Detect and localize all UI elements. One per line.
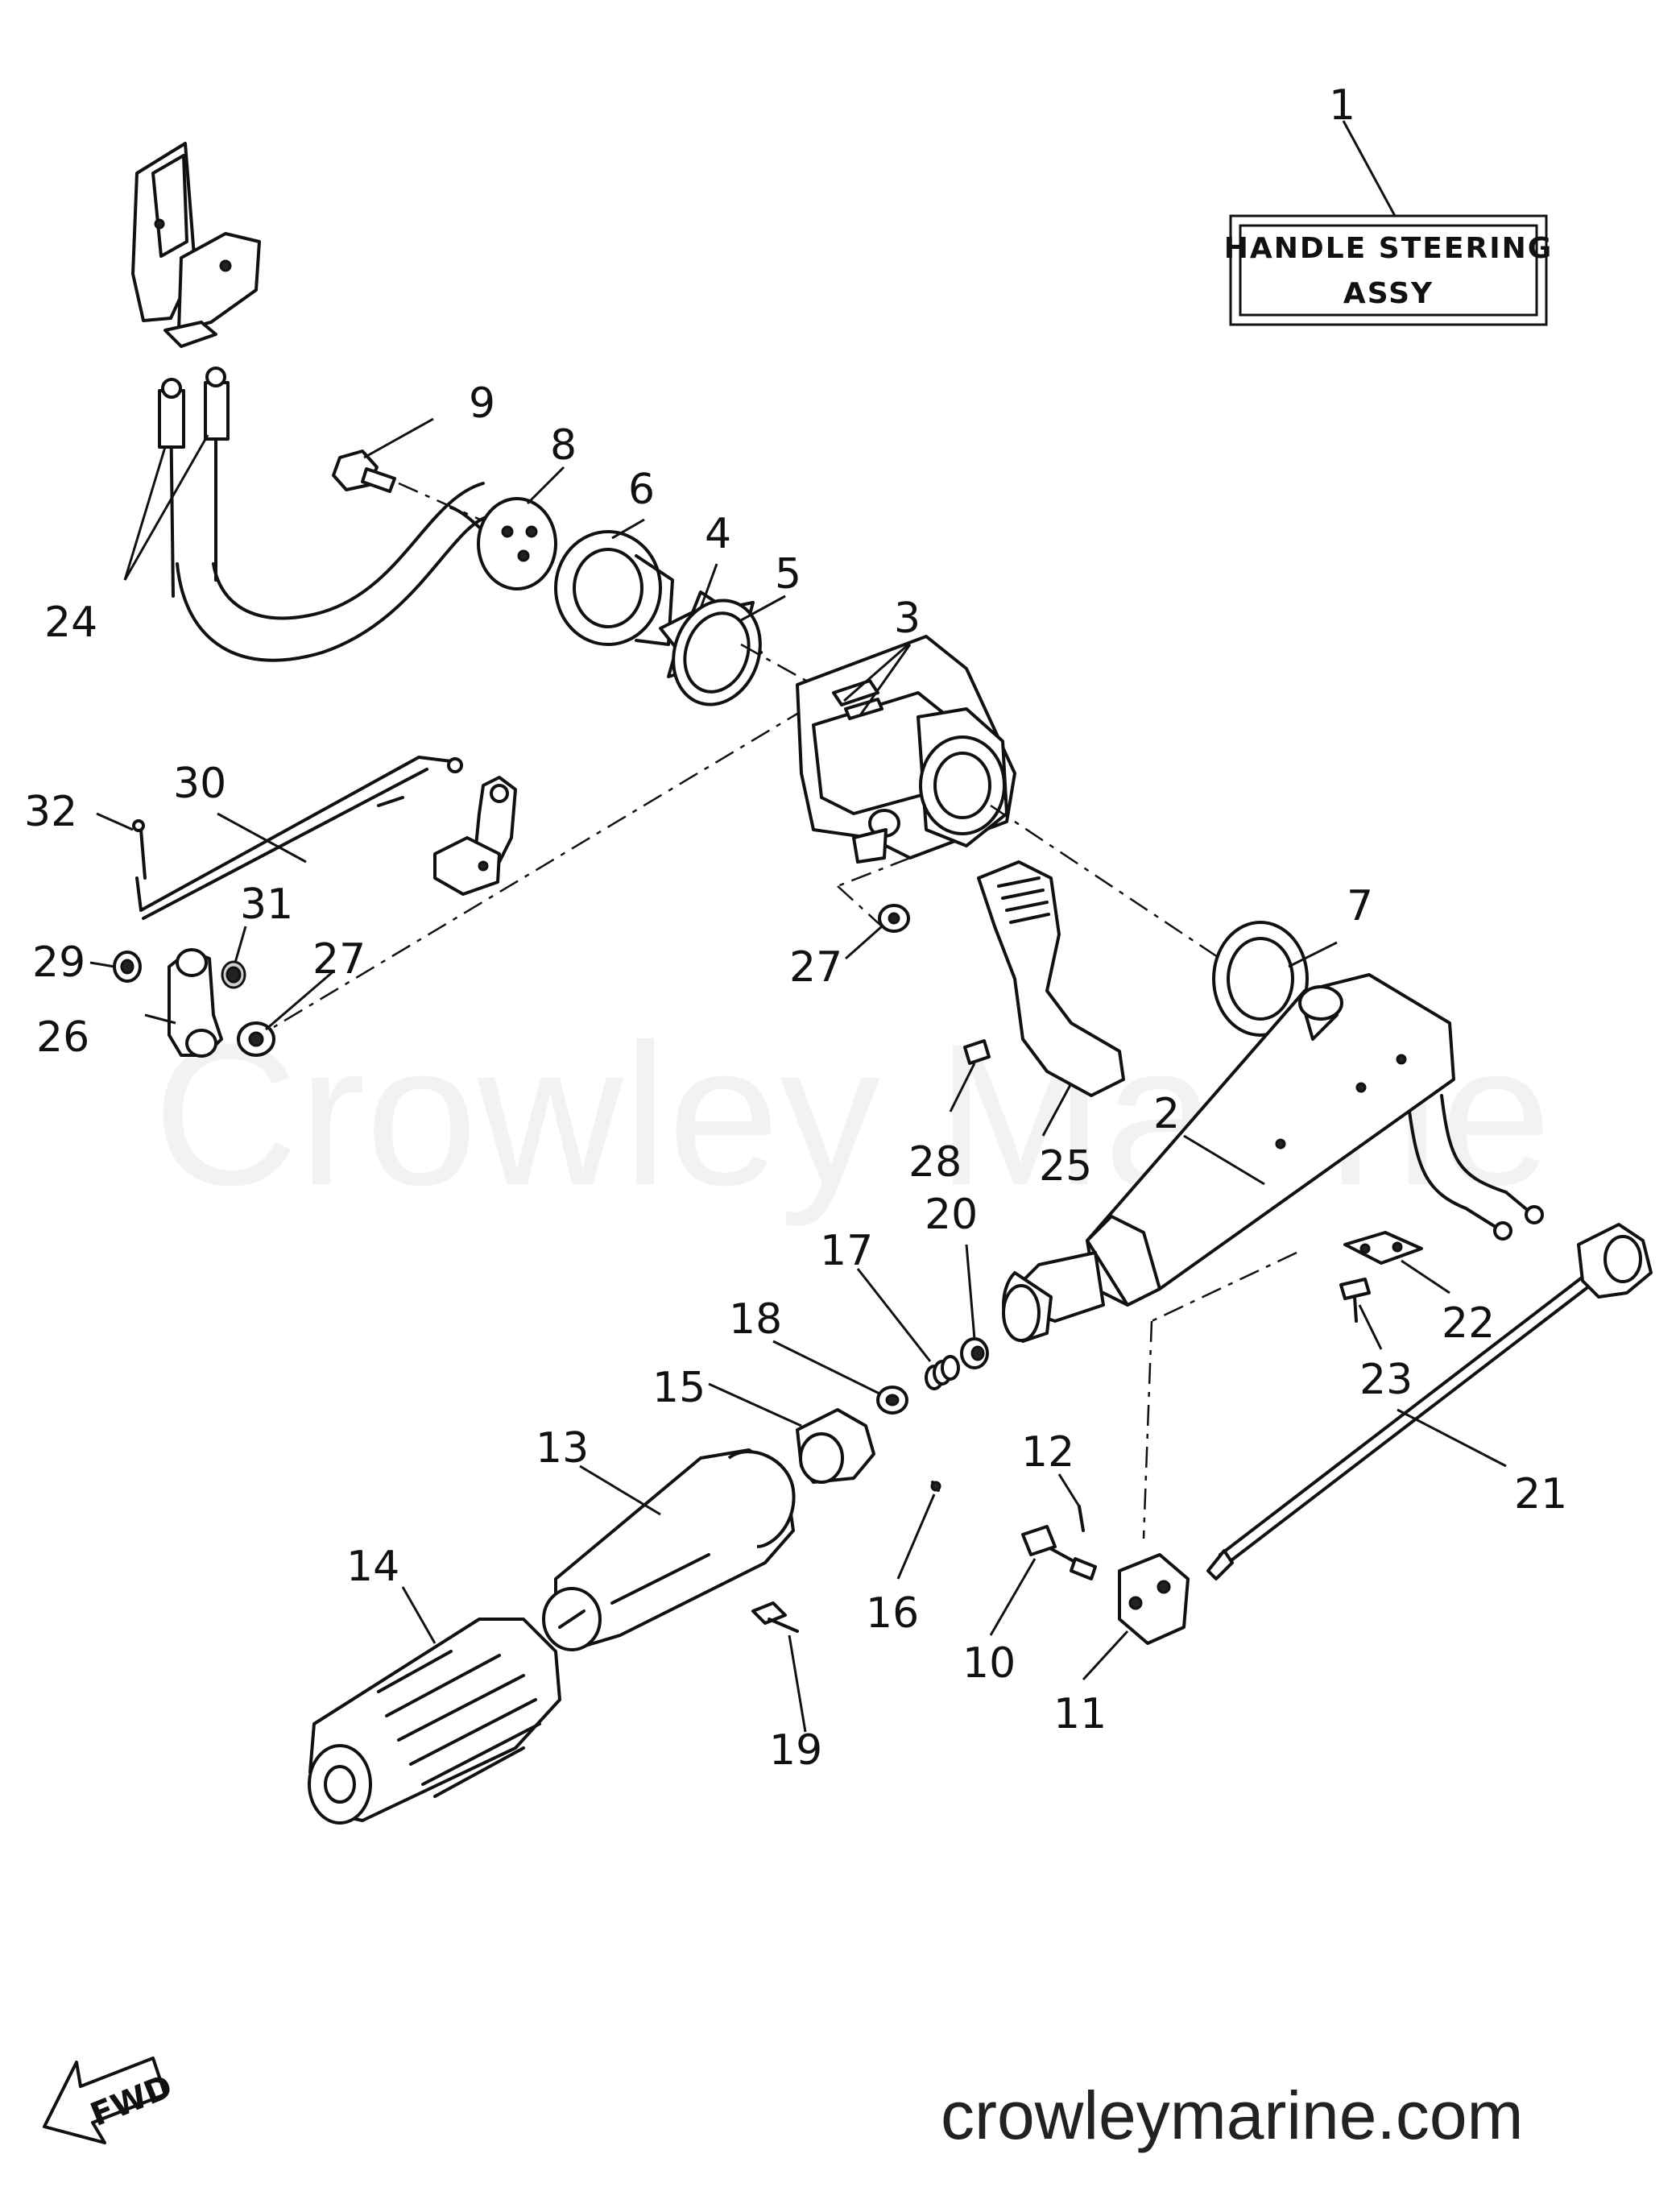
part-20-cap [960, 1337, 989, 1369]
callout-27b: 27 [312, 935, 366, 984]
callout-29: 29 [32, 938, 85, 987]
part-7-washer [1212, 921, 1309, 1037]
part-25-lever [977, 860, 1125, 1097]
callout-5: 5 [775, 550, 801, 599]
part-14-grip [308, 1618, 561, 1825]
callout-11: 11 [1053, 1690, 1107, 1738]
callout-22: 22 [1442, 1299, 1495, 1348]
callout-31: 31 [240, 880, 293, 929]
callout-26: 26 [36, 1013, 89, 1062]
callout-27: 27 [789, 943, 842, 992]
part-19-screw [751, 1601, 799, 1633]
callout-17: 17 [820, 1227, 873, 1275]
callout-10: 10 [962, 1639, 1016, 1688]
callout-13: 13 [536, 1424, 589, 1473]
part-30-rod [135, 756, 463, 920]
callout-12: 12 [1021, 1428, 1074, 1477]
part-21-throttle-shaft [1206, 1223, 1653, 1580]
callout-14: 14 [346, 1543, 399, 1591]
callout-4: 4 [705, 510, 731, 558]
part-13-grip-body [542, 1448, 796, 1651]
part-2-tiller-arm [1002, 973, 1544, 1343]
part-17-spring [925, 1355, 960, 1390]
callout-16: 16 [866, 1589, 919, 1638]
part-28-pin [963, 1039, 991, 1065]
part-8-plate [477, 497, 557, 590]
part-26-arm [168, 948, 223, 1058]
callout-1: 1 [1329, 81, 1355, 130]
part-23-screw [1339, 1278, 1371, 1323]
title-line-2: ASSY [1343, 277, 1434, 310]
part-6-bushing [554, 530, 674, 646]
callout-25: 25 [1039, 1142, 1092, 1191]
callout-7: 7 [1347, 882, 1373, 930]
callout-8: 8 [550, 421, 577, 470]
callout-6: 6 [628, 466, 655, 514]
callout-2: 2 [1153, 1090, 1180, 1138]
callout-18: 18 [729, 1295, 782, 1344]
callout-23: 23 [1359, 1356, 1413, 1404]
part-12-pin [1078, 1505, 1085, 1532]
steering-bracket-housing [796, 635, 1016, 864]
callout-19: 19 [769, 1726, 822, 1775]
website-text: crowleymarine.com [941, 2078, 1524, 2153]
callout-labels: 1 2 3 4 5 6 7 8 9 10 11 12 13 14 15 16 1… [24, 81, 1567, 1775]
part-9-bolt [332, 449, 508, 533]
part-10-screw [1021, 1525, 1097, 1580]
linkage-arm [377, 776, 517, 896]
title-box: HANDLE STEERING ASSY [1224, 214, 1554, 326]
leader-lines [89, 417, 1507, 1733]
part-5-oring [672, 599, 762, 706]
callout-21: 21 [1514, 1470, 1567, 1518]
part-22-plate [1343, 1231, 1423, 1265]
part-24-cable-bracket [131, 142, 261, 598]
fwd-arrow: FWD [43, 2057, 177, 2144]
callout-24: 24 [44, 599, 97, 647]
callout-15: 15 [652, 1364, 706, 1412]
callout-20: 20 [925, 1191, 978, 1239]
callout-28: 28 [908, 1138, 962, 1187]
cable-hose-inner [212, 482, 485, 620]
callout-3: 3 [894, 594, 921, 643]
callout-30: 30 [173, 760, 226, 808]
part-15-sleeve [796, 1408, 875, 1484]
title-line-1: HANDLE STEERING [1224, 232, 1554, 265]
part-18-washer [876, 1386, 908, 1415]
part-29-nut [113, 951, 142, 983]
part-31-spring [221, 960, 246, 989]
callout-32: 32 [24, 788, 77, 836]
cable-hose-outer [176, 514, 493, 662]
part-32-pin [139, 828, 147, 880]
part-11-clamp [1118, 1553, 1190, 1645]
callout-9: 9 [469, 379, 495, 428]
